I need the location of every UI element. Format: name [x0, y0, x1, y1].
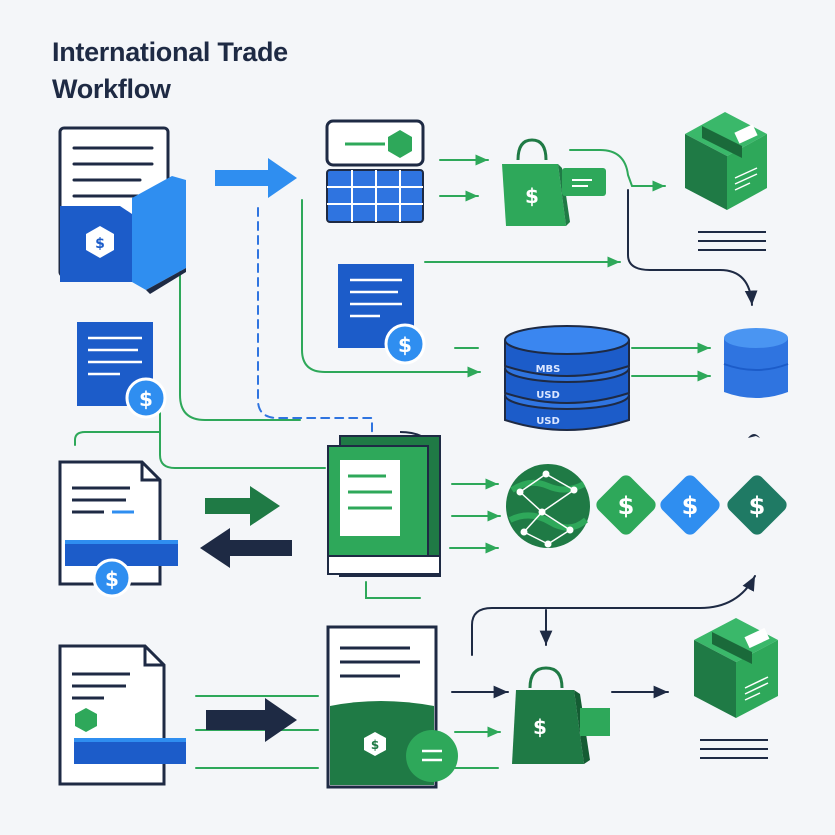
database-icon [723, 328, 789, 398]
small-dot-icon [748, 434, 760, 438]
connector-left-up [74, 431, 161, 446]
currency-symbol: $ [749, 492, 766, 520]
arrow-right-blue-icon [215, 158, 297, 198]
currency-symbol: $ [682, 492, 699, 520]
currency-symbol: $ [139, 387, 153, 411]
currency-symbol: $ [398, 333, 412, 357]
database-label: USD [536, 416, 560, 427]
currency-symbol: $ [105, 567, 119, 591]
shipment-document-icon [58, 644, 186, 786]
shipping-box-icon [685, 112, 767, 210]
connector-folder-to-ledger [179, 269, 301, 421]
shopping-bag-icon: $ [512, 666, 610, 764]
connectors [74, 149, 758, 769]
customs-document-icon: $ [326, 625, 458, 789]
arrow-right-navy-icon [206, 698, 297, 742]
currency-symbol: $ [618, 492, 635, 520]
currency-symbol: $ [533, 715, 547, 739]
connector-from-first-arrow [301, 199, 481, 378]
contract-document-icon: $ [58, 460, 178, 598]
page-title: International Trade Workflow [52, 37, 288, 104]
currency-diamond-green-icon: $ [596, 475, 656, 535]
ledger-card-icon [325, 119, 425, 223]
currency-symbol: $ [371, 738, 379, 752]
invoice-document-icon: $ [77, 322, 167, 419]
database-stack-icon: MBS USD USD [504, 325, 630, 431]
shipping-box-icon [694, 618, 778, 718]
shopping-bag-icon: $ [502, 138, 606, 226]
currency-diamond-blue-icon: $ [660, 475, 720, 535]
globe-network-icon [506, 464, 590, 548]
currency-diamond-teal-icon: $ [727, 475, 787, 535]
exchange-arrows-icon [200, 486, 292, 568]
payment-document-icon: $ [338, 264, 426, 365]
database-label: USD [536, 390, 560, 401]
connector-left-bracket [159, 409, 326, 469]
currency-symbol: $ [95, 236, 105, 252]
green-binder-icon [327, 431, 441, 577]
database-label: MBS [536, 364, 561, 375]
text-lines [698, 231, 766, 251]
document-folder-icon: $ [58, 126, 186, 294]
currency-symbol: $ [525, 184, 539, 208]
text-lines [700, 739, 768, 759]
